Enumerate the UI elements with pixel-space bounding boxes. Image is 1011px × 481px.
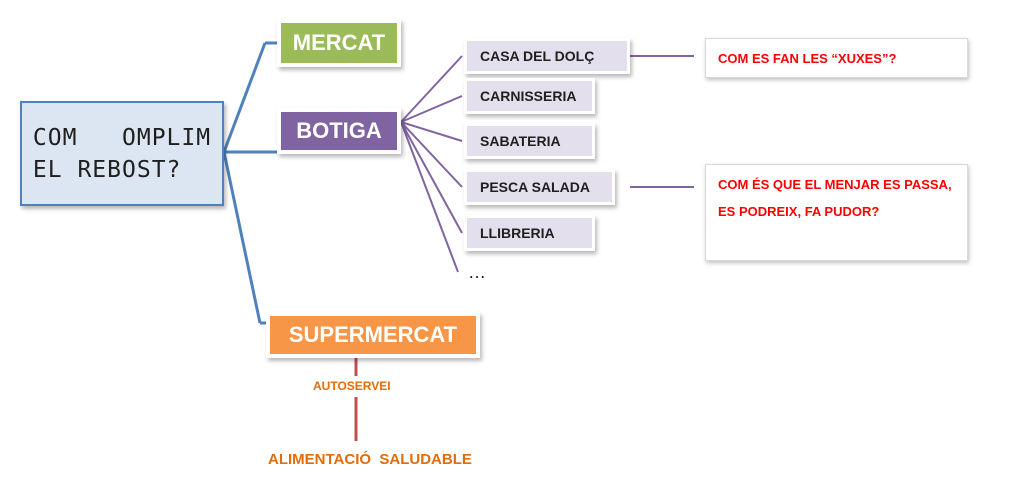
- connector-botiga-llibreria: [400, 121, 463, 234]
- more-shops-ellipsis: …: [468, 262, 486, 282]
- root-question-text: COM OMPLIM EL REBOST?: [33, 122, 211, 186]
- connector-botiga-carnisseria: [400, 95, 463, 123]
- shop-sabateria: SABATERIA: [464, 123, 595, 159]
- question-xuxes: COM ES FAN LES “XUXES”?: [705, 38, 968, 78]
- root-question-box: COM OMPLIM EL REBOST?: [20, 101, 224, 206]
- connector-root-supermercat: [222, 151, 262, 324]
- root-line-2: EL REBOST?: [32, 156, 182, 183]
- branch-botiga: BOTIGA: [277, 108, 401, 154]
- root-line-1: COM OMPLIM: [32, 124, 212, 151]
- connector-botiga-sabateria: [400, 121, 463, 142]
- connector-botiga-casa: [400, 55, 463, 123]
- shop-carnisseria: CARNISSERIA: [464, 78, 595, 114]
- shop-llibreria: LLIBRERIA: [464, 215, 595, 251]
- question-menjar: COM ÉS QUE EL MENJAR ES PASSA, ES PODREI…: [705, 164, 968, 261]
- shop-casa-del-dolc: CASA DEL DOLÇ: [464, 38, 630, 74]
- branch-mercat: MERCAT: [277, 19, 401, 67]
- branch-supermercat: SUPERMERCAT: [266, 312, 480, 358]
- connector-botiga-more: [400, 121, 459, 273]
- label-autoservei: AUTOSERVEI: [313, 379, 391, 393]
- label-alimentacio-saludable: ALIMENTACIÓ SALUDABLE: [268, 451, 472, 468]
- shop-pesca-salada: PESCA SALADA: [464, 169, 615, 205]
- connector-botiga-pesca: [400, 121, 463, 188]
- connector-root-mercat: [222, 42, 267, 153]
